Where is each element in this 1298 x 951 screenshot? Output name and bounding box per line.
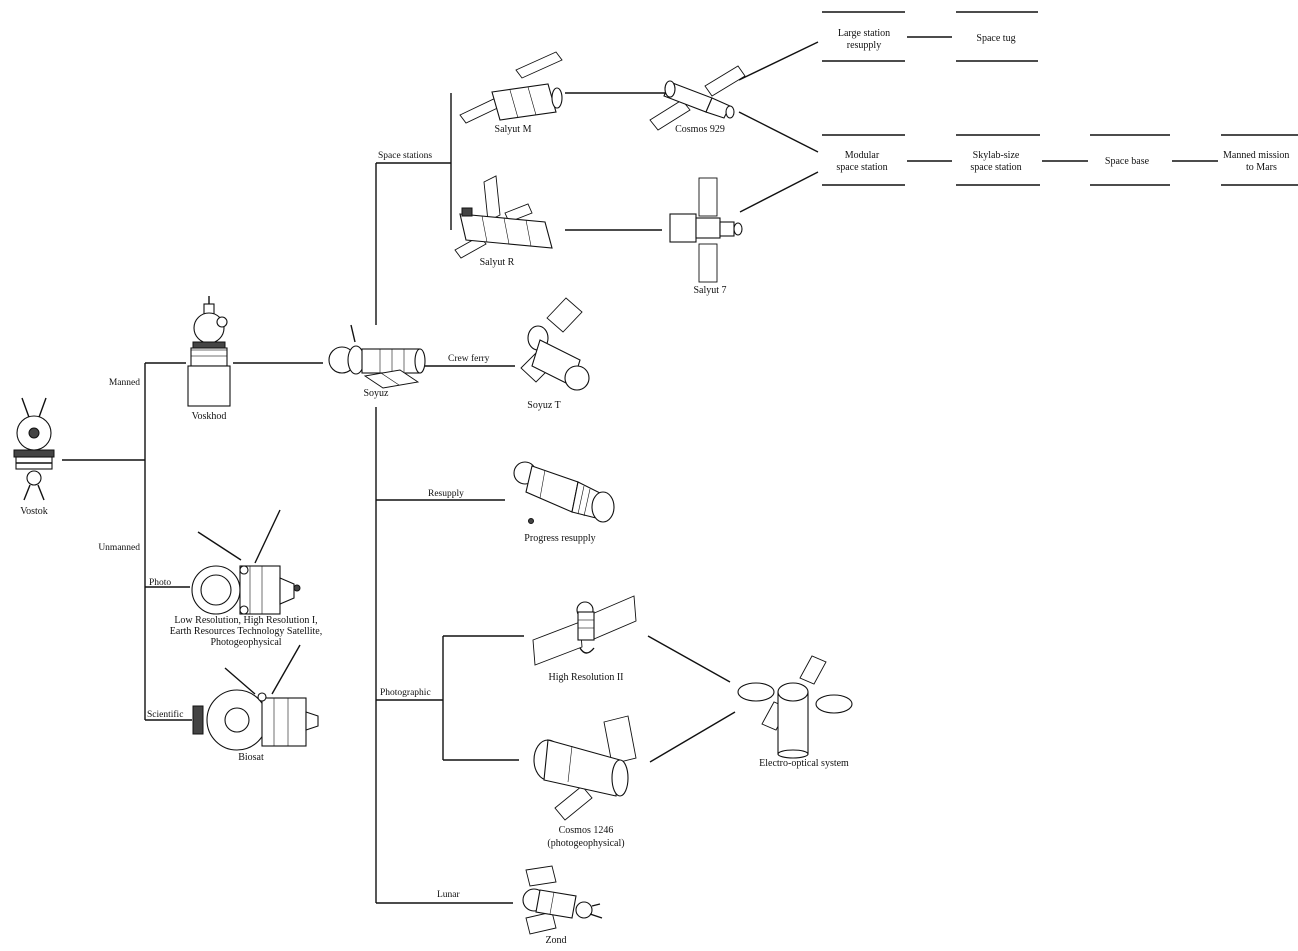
soyuz-t-label: Soyuz T <box>527 400 560 411</box>
vostok-label: Vostok <box>20 506 48 517</box>
progress-illustration <box>513 461 615 524</box>
large-station-resupply-label-2: resupply <box>847 40 881 51</box>
salyut-m-label: Salyut M <box>495 124 532 135</box>
modular-space-station-box <box>822 134 905 186</box>
photographic-branch-label: Photographic <box>380 688 431 698</box>
skylab-size-space-station-box <box>956 134 1040 186</box>
manned-branch-label: Manned <box>109 378 140 388</box>
photo-satellites-label-1: Low Resolution, High Resolution I, <box>174 615 317 626</box>
biosat-illustration <box>192 644 319 751</box>
voskhod-illustration <box>187 296 231 407</box>
zond-illustration <box>522 865 603 935</box>
high-resolution-ii-label: High Resolution II <box>549 672 624 683</box>
lunar-branch-label: Lunar <box>437 890 461 900</box>
soyuz-t-illustration <box>520 297 590 391</box>
large-station-resupply-box <box>822 11 905 62</box>
cosmos-929-label: Cosmos 929 <box>675 124 725 135</box>
soyuz-illustration <box>328 324 426 389</box>
manned-mission-to-mars-label-1: Manned mission <box>1223 150 1289 161</box>
vostok-illustration <box>13 397 55 501</box>
salyut-m-illustration <box>459 51 563 124</box>
salyut-7-illustration <box>669 177 743 283</box>
modular-space-station-label-1: Modular <box>845 150 880 161</box>
skylab-size-label-2: space station <box>970 162 1021 173</box>
space-stations-branch-label: Space stations <box>378 151 432 161</box>
space-tug-label: Space tug <box>976 33 1015 44</box>
electro-optical-system-illustration <box>737 655 853 759</box>
branch-labels: Manned Unmanned Photo Scientific Space s… <box>98 151 489 900</box>
photo-branch-label: Photo <box>149 578 171 588</box>
photo-satellites-label-3: Photogeophysical <box>210 637 281 648</box>
future-concept-labels: Large station resupply Space tug Modular… <box>836 28 1289 173</box>
voskhod-label: Voskhod <box>192 411 227 422</box>
large-station-resupply-label-1: Large station <box>838 28 890 39</box>
manned-mission-to-mars-label-2: to Mars <box>1246 162 1277 173</box>
unmanned-branch-label: Unmanned <box>98 543 140 553</box>
cosmos-1246-illustration <box>533 715 637 821</box>
salyut-r-illustration <box>454 175 553 259</box>
space-base-label: Space base <box>1105 156 1150 167</box>
resupply-branch-label: Resupply <box>428 489 464 499</box>
skylab-size-label-1: Skylab-size <box>973 150 1020 161</box>
zond-label: Zond <box>545 935 566 946</box>
electro-optical-label: Electro-optical system <box>759 758 849 769</box>
salyut-7-label: Salyut 7 <box>693 285 726 296</box>
craft-labels: Vostok Voskhod Soyuz Salyut M Salyut R C… <box>20 124 849 946</box>
high-resolution-ii-illustration <box>532 595 637 666</box>
space-tug-box <box>956 11 1038 62</box>
connector-lines <box>62 36 1218 904</box>
cosmos-1246-sublabel: (photogeophysical) <box>547 838 624 849</box>
future-concept-boxes <box>822 11 1298 186</box>
soyuz-label: Soyuz <box>364 388 390 399</box>
modular-space-station-label-2: space station <box>836 162 887 173</box>
photo-satellites-label-2: Earth Resources Technology Satellite, <box>170 626 322 637</box>
space-base-box <box>1090 134 1170 186</box>
cosmos-1246-label: Cosmos 1246 <box>559 825 614 836</box>
photo-satellites-illustration <box>191 509 301 615</box>
biosat-label: Biosat <box>238 752 264 763</box>
scientific-branch-label: Scientific <box>147 709 183 720</box>
salyut-r-label: Salyut R <box>480 257 515 268</box>
progress-label: Progress resupply <box>524 533 595 544</box>
crew-ferry-branch-label: Crew ferry <box>448 353 490 364</box>
cosmos-929-illustration <box>649 65 746 131</box>
manned-mission-to-mars-box <box>1221 134 1298 186</box>
